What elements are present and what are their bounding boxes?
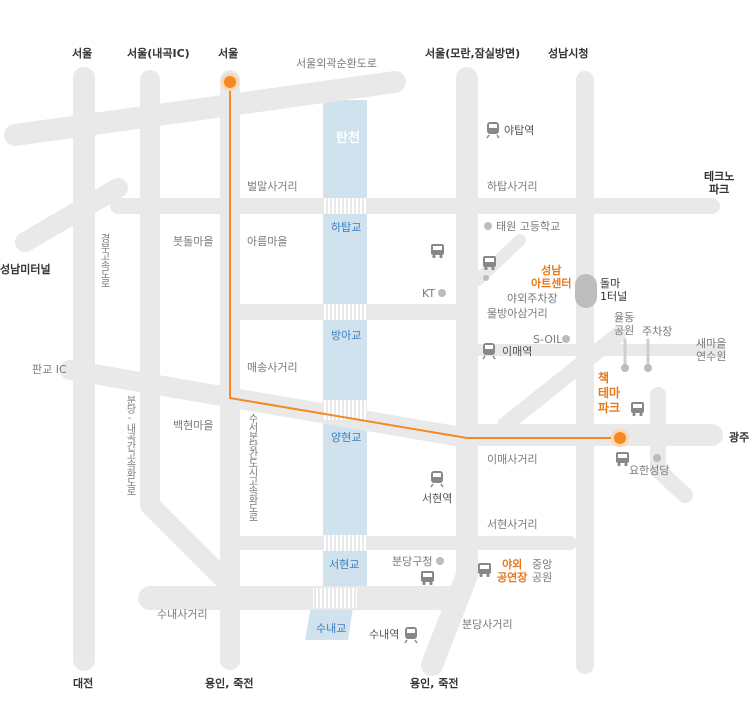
label-gwangju: 광주 — [729, 431, 750, 444]
route-end-marker — [614, 432, 626, 444]
terminal-block — [575, 274, 597, 308]
label-station-yatap: 야탑역 — [504, 124, 535, 137]
label-book-theme-park: 책 테마 파크 — [598, 371, 621, 415]
label-byeolmal: 벌말사거리 — [247, 180, 298, 193]
label-imae: 이매사거리 — [487, 453, 538, 466]
label-seoul-left: 서울 — [72, 47, 93, 60]
road-outer-ring — [4, 71, 406, 146]
label-techno-park: 테크노 파크 — [704, 170, 735, 196]
label-bus-terminal: 돌마 1터널 — [600, 277, 628, 303]
label-outer-ring: 서울외곽순환도로 — [296, 57, 377, 70]
label-seoul-moran: 서울(모란,잠실방면) — [425, 47, 521, 60]
label-central-park: 중앙 공원 — [532, 558, 553, 584]
landmark-dot — [653, 454, 661, 462]
road-gwangju-diag — [650, 462, 693, 503]
road-yatap-diag — [472, 234, 526, 286]
landmark-dot — [562, 335, 570, 343]
label-pangyo-ic: 판교 IC — [32, 363, 67, 376]
label-bridge-sunae: 수내교 — [316, 622, 347, 635]
label-taewon-hs: 태원 고등학교 — [496, 220, 561, 233]
landmark-dot — [438, 289, 446, 297]
road-right-diag — [497, 327, 626, 433]
label-parking: 주차장 — [642, 325, 673, 338]
label-bundang-naegok: 분당-내곡간고속화도로 — [124, 395, 135, 495]
road-moran-lower — [421, 564, 478, 676]
label-saemaeul: 새마을 연수원 — [696, 337, 727, 363]
label-bundang: 분당사거리 — [462, 618, 513, 631]
label-sunae: 수내사거리 — [157, 608, 208, 621]
label-mulbangah: 물방아삼거리 — [487, 307, 548, 320]
label-maesong: 매송사거리 — [247, 361, 298, 374]
label-hatap: 하탑사거리 — [487, 180, 538, 193]
landmark-dot — [484, 222, 492, 230]
label-soil: S-OIL — [533, 333, 563, 346]
label-yongin-right: 용인, 죽전 — [410, 677, 459, 690]
label-seongnam-terminal: 성남미터널 — [0, 263, 51, 276]
label-station-seohyeon: 서현역 — [422, 492, 453, 505]
label-butdol: 붓돌마을 — [173, 235, 214, 248]
label-outdoor-parking: 야외주차장 — [507, 292, 558, 305]
label-outdoor-stage: 야외 공연장 — [497, 558, 528, 584]
label-yohan-church: 요한성당 — [629, 464, 670, 477]
route-start-marker — [224, 76, 236, 88]
label-yongin-left: 용인, 죽전 — [205, 677, 254, 690]
label-bridge-banga: 방아교 — [331, 329, 362, 342]
label-areum: 아름마을 — [247, 235, 288, 248]
label-baekhyeon: 백현마을 — [173, 419, 214, 432]
route-line — [229, 82, 620, 439]
label-station-imae: 이매역 — [502, 345, 533, 358]
label-seongnam-cityhall: 성남시청 — [548, 47, 589, 60]
label-bridge-yanghyeon: 양현교 — [331, 431, 362, 444]
label-station-sunae: 수내역 — [369, 628, 400, 641]
label-seoul-mid: 서울 — [218, 47, 239, 60]
landmark-dot — [621, 364, 629, 372]
tancheon-stream — [305, 100, 367, 640]
label-art-center: 성남 아트센터 — [531, 264, 572, 290]
road-naegok-lower — [140, 495, 235, 590]
label-yulldong-park: 율동 공원 — [614, 311, 635, 337]
landmark-dot — [644, 364, 652, 372]
label-bridge-seohyeon: 서현교 — [329, 558, 360, 571]
road-seongnam-terminal — [15, 178, 128, 252]
label-daejeon: 대전 — [73, 677, 94, 690]
label-bundang-office: 분당구청 — [392, 555, 433, 568]
label-seoul-naegok: 서울(내곡IC) — [127, 47, 190, 60]
landmark-dot — [436, 557, 444, 565]
label-suseo: 수서분당간도시고속화도로 — [246, 413, 257, 521]
label-gyeongbu: 경부고속도로 — [98, 233, 109, 287]
landmark-dot — [483, 275, 489, 281]
label-tancheon: 탄천 — [336, 131, 360, 146]
label-kt: KT — [422, 287, 436, 300]
label-seohyeon: 서현사거리 — [487, 518, 538, 531]
label-bridge-hatap: 하탑교 — [331, 221, 362, 234]
